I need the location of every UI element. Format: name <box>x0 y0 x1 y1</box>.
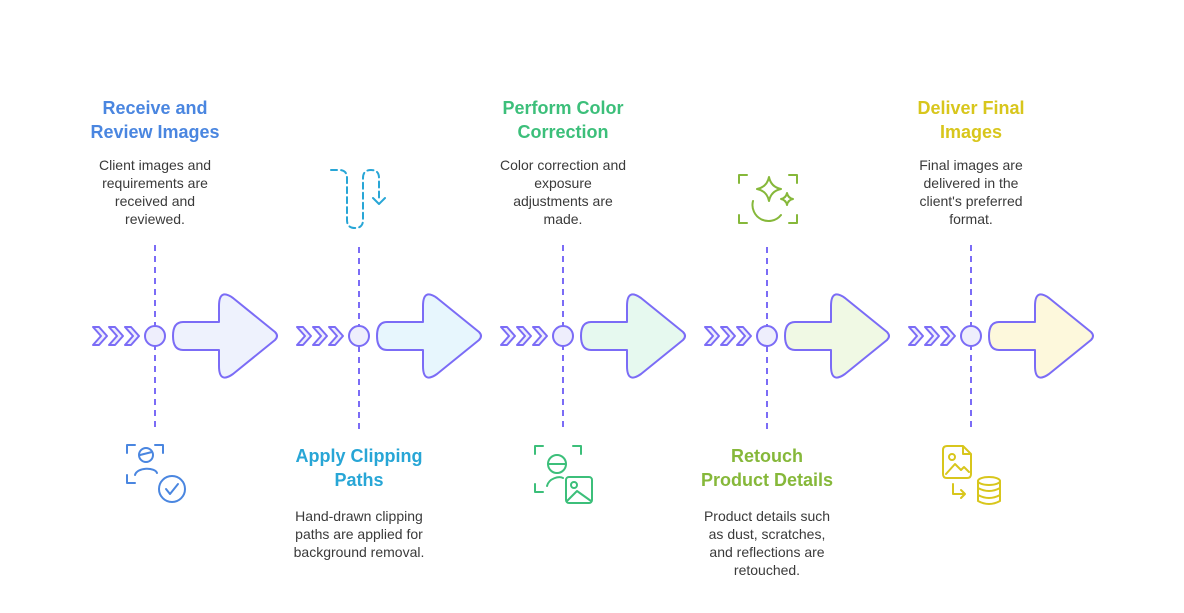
step-2-node <box>348 325 370 347</box>
description-line: Final images are <box>919 157 1023 173</box>
title-line: Correction <box>517 122 609 142</box>
chevron-1 <box>500 326 516 346</box>
chevron-2 <box>720 326 736 346</box>
chevron-2 <box>924 326 940 346</box>
chevron-1 <box>704 326 720 346</box>
chevron-1 <box>92 326 108 346</box>
step-2-chevrons <box>296 326 344 346</box>
title-line: Perform Color <box>502 98 624 118</box>
title-line: Receive and <box>102 98 208 118</box>
description-line: format. <box>949 211 993 227</box>
color-correction-icon <box>534 445 593 504</box>
step-4-description: Product details such as dust, scratches, a… <box>667 507 867 579</box>
description-line: exposure <box>534 175 592 191</box>
title-line: Paths <box>334 470 384 490</box>
user-check-icon <box>126 444 186 503</box>
description-line: Client images and <box>98 157 212 173</box>
chevron-3 <box>532 326 548 346</box>
step-2-description: Hand-drawn clipping paths are applied for… <box>259 507 459 561</box>
description-line: client's preferred <box>919 193 1023 209</box>
step-4-node <box>756 325 778 347</box>
chevron-2 <box>516 326 532 346</box>
title-line: Product Details <box>700 470 834 490</box>
title-line: Apply Clipping <box>295 446 423 466</box>
title-line: Retouch <box>731 446 803 466</box>
clipping-path-icon <box>330 169 386 229</box>
step-3-node <box>552 325 574 347</box>
step-3-chevrons <box>500 326 548 346</box>
description-line: background removal. <box>293 544 425 560</box>
title-line: Deliver Final <box>917 98 1025 118</box>
step-3-arrow <box>580 293 686 379</box>
title-line: Review Images <box>90 122 220 142</box>
chevron-3 <box>328 326 344 346</box>
description-line: made. <box>543 211 583 227</box>
step-5-node <box>960 325 982 347</box>
description-line: received and <box>114 193 196 209</box>
description-line: and reflections are <box>709 544 825 560</box>
description-line: Hand-drawn clipping <box>295 508 423 524</box>
chevron-3 <box>124 326 140 346</box>
description-line: as dust, scratches, <box>708 526 826 542</box>
chevron-3 <box>940 326 956 346</box>
description-line: adjustments are <box>513 193 613 209</box>
description-line: paths are applied for <box>295 526 423 542</box>
sparkle-retouch-icon <box>738 174 798 224</box>
chevron-1 <box>296 326 312 346</box>
title-line: Images <box>939 122 1003 142</box>
step-5-chevrons <box>908 326 956 346</box>
chevron-1 <box>908 326 924 346</box>
description-line: requirements are <box>102 175 208 191</box>
step-2-arrow <box>376 293 482 379</box>
step-1-description: Client images and requirements are receive… <box>55 156 255 228</box>
description-line: retouched. <box>733 562 801 578</box>
chevron-2 <box>108 326 124 346</box>
step-5-arrow <box>988 293 1094 379</box>
step-3-description: Color correction and exposure adjustments … <box>463 156 663 228</box>
description-line: delivered in the <box>923 175 1019 191</box>
step-1-node <box>144 325 166 347</box>
chevron-2 <box>312 326 328 346</box>
step-1-arrow <box>172 293 278 379</box>
image-database-icon <box>942 445 1001 505</box>
description-line: reviewed. <box>125 211 185 227</box>
chevron-3 <box>736 326 752 346</box>
description-line: Product details such <box>703 508 831 524</box>
step-4-arrow <box>784 293 890 379</box>
description-line: Color correction and <box>499 157 627 173</box>
step-5-description: Final images are delivered in the client's… <box>871 156 1071 228</box>
step-4-chevrons <box>704 326 752 346</box>
step-1-chevrons <box>92 326 140 346</box>
